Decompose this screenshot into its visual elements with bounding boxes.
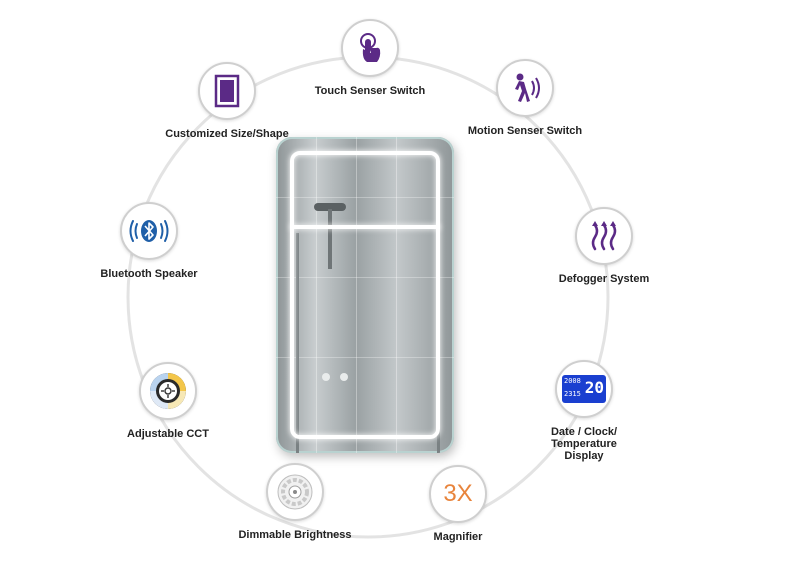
feature-motion-switch: Motion Senser Switch [425,59,625,137]
touch-icon [341,19,399,77]
feature-defogger: Defogger System [504,207,704,285]
feature-label: Magnifier [433,531,483,543]
brightness-icon [266,463,324,521]
feature-custom-size: Customized Size/Shape [127,62,327,140]
magnifier-text: 3X [443,480,473,507]
feature-magnifier: 3X Magnifier [358,465,558,543]
feature-label: Dimmable Brightness [238,529,352,541]
size-icon [198,62,256,120]
feature-label: Defogger System [558,273,650,285]
feature-label: Customized Size/Shape [165,128,289,140]
motion-icon [496,59,554,117]
feature-bluetooth: Bluetooth Speaker [49,202,249,280]
bluetooth-icon [120,202,178,260]
feature-label: Date / Clock/ Temperature Display [550,426,618,462]
feature-display: 2008 2315 20 Date / Clock/ Temperature D… [484,360,684,462]
feature-cct: Adjustable CCT [68,362,268,440]
feature-label: Adjustable CCT [127,428,209,440]
feature-label: Touch Senser Switch [314,85,426,97]
cct-icon [139,362,197,420]
feature-label: Motion Senser Switch [467,125,583,137]
display-big-digits: 20 [584,378,604,397]
feature-label: Bluetooth Speaker [100,268,198,280]
feature-dimmable: Dimmable Brightness [195,463,395,541]
display-icon: 2008 2315 20 [555,360,613,418]
display-bottom-digits: 2315 [564,390,581,398]
magnifier-icon: 3X [429,465,487,523]
feature-touch-switch: Touch Senser Switch [270,19,470,97]
defog-icon [575,207,633,265]
display-top-digits: 2008 [564,377,581,385]
led-mirror-image [276,137,454,453]
